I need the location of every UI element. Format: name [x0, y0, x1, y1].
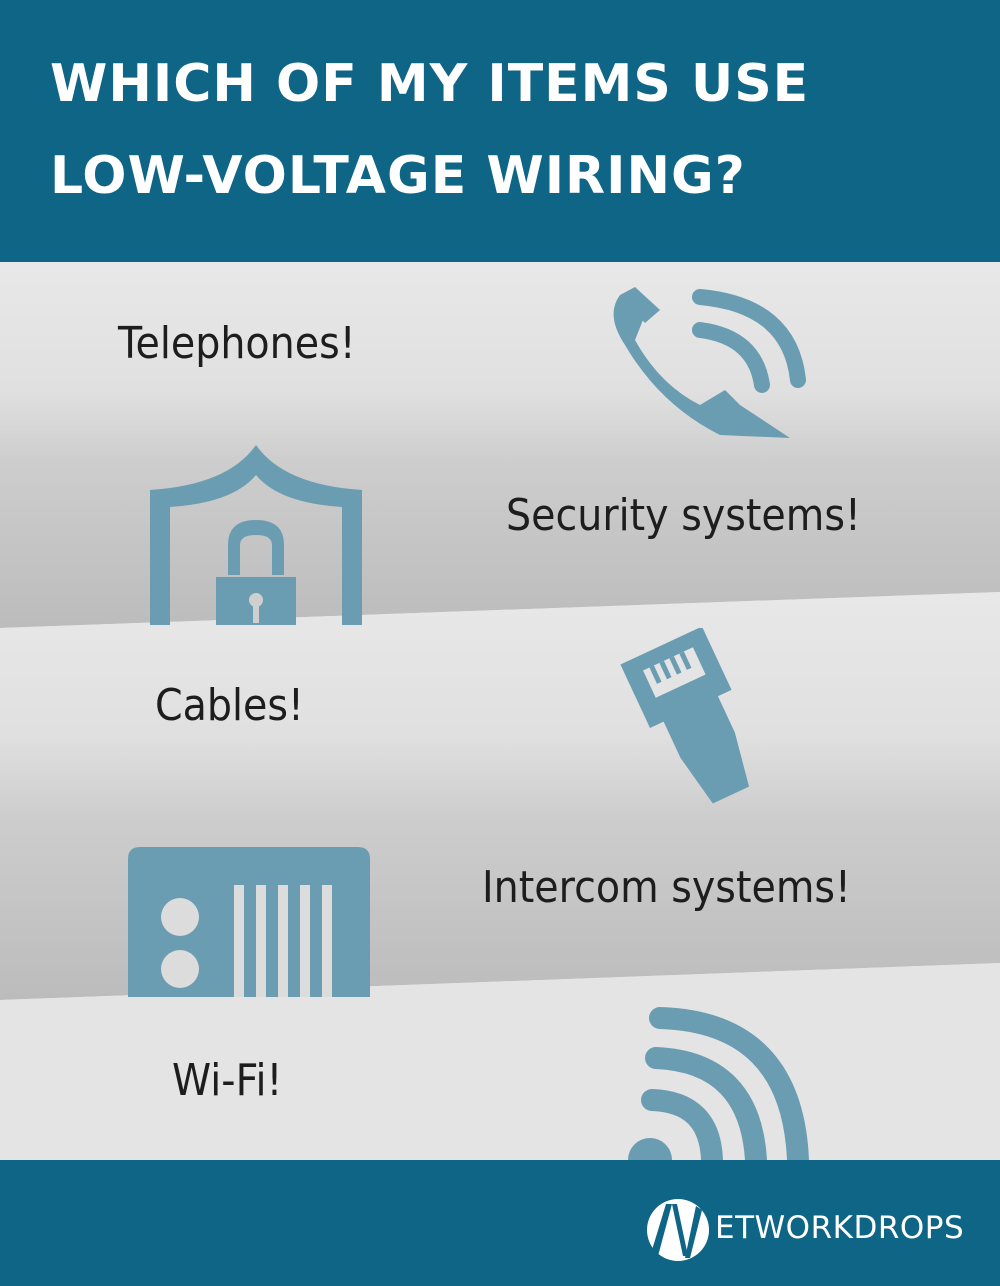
item-label-telephones: Telephones! — [118, 318, 356, 369]
footer-banner — [0, 1160, 1000, 1286]
shield-lock-icon — [150, 445, 362, 625]
header-banner: Which of my items use low-voltage wiring… — [0, 0, 1000, 262]
title-line-2: low-voltage wiring? — [50, 146, 746, 206]
page-title: Which of my items use low-voltage wiring… — [50, 38, 809, 222]
telephone-icon — [613, 287, 806, 438]
item-label-cables: Cables! — [155, 680, 304, 731]
networkdrops-logo-icon — [647, 1199, 709, 1261]
wifi-icon — [628, 1007, 809, 1160]
item-label-security-systems: Security systems! — [506, 490, 861, 541]
intercom-icon — [128, 847, 370, 997]
brand-name: ETWORKDROPS — [715, 1210, 965, 1246]
item-label-intercom-systems: Intercom systems! — [482, 862, 851, 913]
item-label-wifi: Wi-Fi! — [172, 1055, 283, 1106]
panel-background — [0, 262, 1000, 1160]
ethernet-plug-icon — [620, 628, 750, 804]
title-line-1: Which of my items use — [50, 54, 810, 114]
